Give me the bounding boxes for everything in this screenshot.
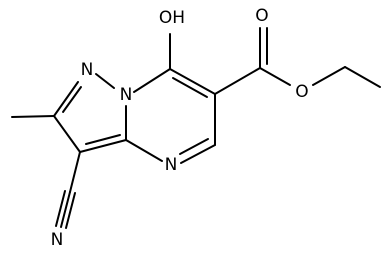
bond-c2-n2: [53, 81, 79, 117]
atom-label-carbonyl-o: O: [255, 6, 268, 26]
bond-nitrile-1: [60, 191, 71, 228]
atom-label-oh: OH: [159, 8, 185, 28]
bond-carbonyl-ester-o: [259, 67, 291, 86]
bond-n2-n1: [95, 73, 115, 89]
atom-label-n1: N: [120, 85, 133, 105]
bond-nitrile-2: [55, 190, 66, 227]
atom-label-n2: N: [81, 60, 94, 80]
atom-label-ester-o: O: [295, 82, 308, 102]
bond-nitrile-3: [65, 192, 76, 229]
bond-c3-c3a: [79, 139, 127, 153]
atom-label-nitrile-n: N: [51, 230, 64, 250]
bond-c6-carbonyl: [214, 67, 261, 95]
bond-ch2-ch3: [344, 66, 381, 88]
bond-c3-c3a-inner: [85, 134, 121, 145]
bond-c5-n4-inner: [179, 138, 209, 155]
bond-c5-n4: [180, 144, 216, 164]
bond-c3-cn: [69, 151, 81, 193]
bond-c2-c3: [53, 115, 81, 153]
bond-c2-n2-inner: [62, 86, 82, 113]
bond-n1-c7: [133, 68, 171, 93]
bond-ester-o-ch2: [312, 66, 346, 86]
atom-labels: OH N N N O O N: [51, 6, 309, 250]
bonds: [11, 27, 381, 229]
bond-c7-c6: [169, 68, 216, 95]
bond-methyl: [11, 115, 55, 118]
atom-label-n4: N: [165, 155, 178, 175]
bond-n4-c3a: [125, 139, 163, 162]
bond-c7-c6-inner: [172, 77, 208, 98]
